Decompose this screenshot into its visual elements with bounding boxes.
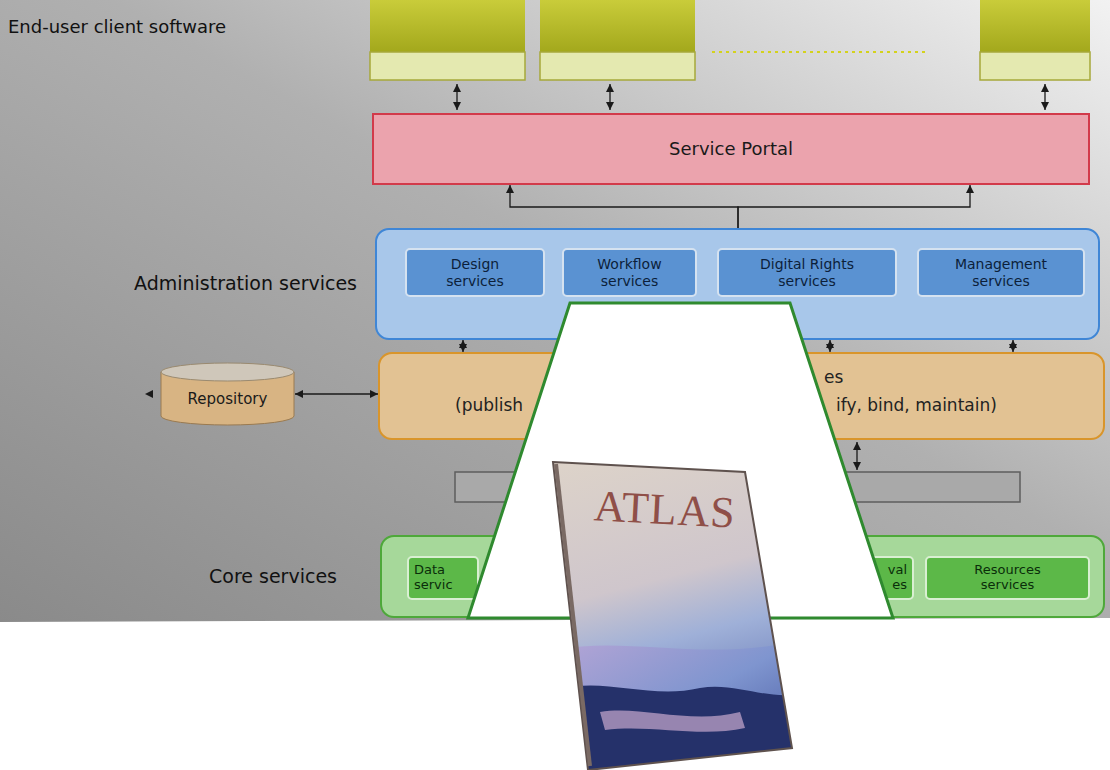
panel: [0, 0, 1110, 622]
client-box: [370, 0, 525, 80]
portal-bar: Service Portal: [372, 113, 1090, 185]
box-label: Repository: [188, 391, 268, 408]
core-service-box: Resources services: [925, 556, 1090, 600]
group-heading: Core services: [209, 566, 337, 588]
service-box: Digital Rights services: [717, 248, 897, 297]
connector-arrow: [295, 393, 378, 394]
client-arrow: [609, 84, 610, 110]
service-box: Workflow services: [562, 248, 697, 297]
atlas-book: [540, 462, 800, 770]
box-label: Digital Rights services: [747, 256, 867, 288]
box-label: ify, bind, maintain): [836, 396, 997, 416]
box-label: val es: [881, 563, 907, 593]
connector-arrow: [510, 185, 738, 228]
connector-arrow: [829, 340, 830, 352]
client-box: [980, 0, 1090, 80]
client-arrow: [456, 84, 457, 110]
box-label: Service Portal: [669, 139, 793, 160]
connector-arrow: [738, 185, 970, 228]
box-label: Resources services: [958, 563, 1058, 593]
client-box: [540, 0, 695, 80]
connector-arrow: [1012, 340, 1013, 352]
book-edge: [553, 462, 792, 770]
layer-label: End-user client software: [8, 16, 226, 37]
box-label: es: [824, 368, 843, 388]
group-heading: Administration services: [134, 273, 357, 295]
core-service-box: Data servic: [407, 556, 479, 600]
box-label: Workflow services: [585, 256, 675, 288]
service-box: Design services: [405, 248, 545, 297]
client-arrow: [1044, 84, 1045, 110]
arrow-head: [145, 390, 153, 398]
book-title: ATLAS: [593, 480, 737, 538]
dotted-line: [712, 51, 928, 53]
connector-arrow: [462, 340, 463, 352]
service-box: Management services: [917, 248, 1085, 297]
box-label: Data servic: [414, 563, 464, 593]
box-label: Management services: [941, 256, 1061, 288]
repository-cylinder: Repository: [160, 362, 295, 426]
box-label: (publish: [455, 396, 523, 416]
box-label: Design services: [435, 256, 515, 288]
book-spine: [556, 464, 590, 766]
bar-arrow: [856, 442, 857, 470]
